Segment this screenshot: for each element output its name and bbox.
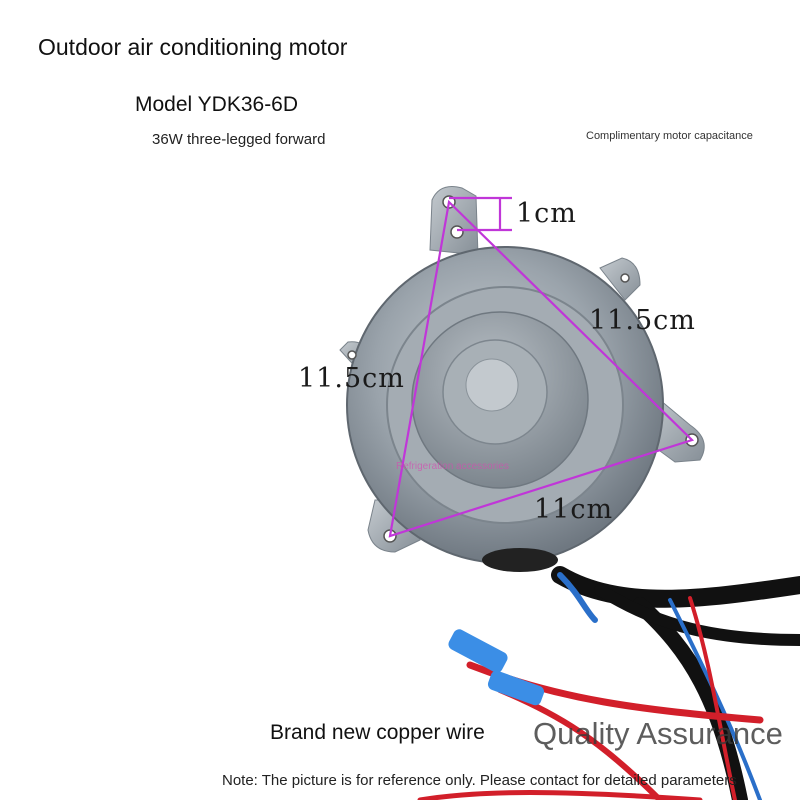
disclaimer-note: Note: The picture is for reference only.… xyxy=(222,772,737,789)
copper-wire-label: Brand new copper wire xyxy=(270,721,485,744)
power-description: 36W three-legged forward xyxy=(152,131,326,148)
hole-gap-dimension: 1cm xyxy=(516,198,577,229)
wire-bundle xyxy=(417,566,800,800)
page-title: Outdoor air conditioning motor xyxy=(38,34,348,60)
watermark: Refrigeration accessories xyxy=(396,461,509,472)
quality-assurance-label: Quality Assurance xyxy=(533,716,783,751)
bottom-side-dimension: 11cm xyxy=(534,494,614,525)
capacitance-note: Complimentary motor capacitance xyxy=(586,130,753,142)
right-side-dimension: 11.5cm xyxy=(589,305,696,336)
terminal-connectors xyxy=(448,629,545,706)
measurement-lines xyxy=(388,196,695,538)
left-side-dimension: 11.5cm xyxy=(298,363,405,394)
model-label: Model YDK36-6D xyxy=(135,93,299,116)
